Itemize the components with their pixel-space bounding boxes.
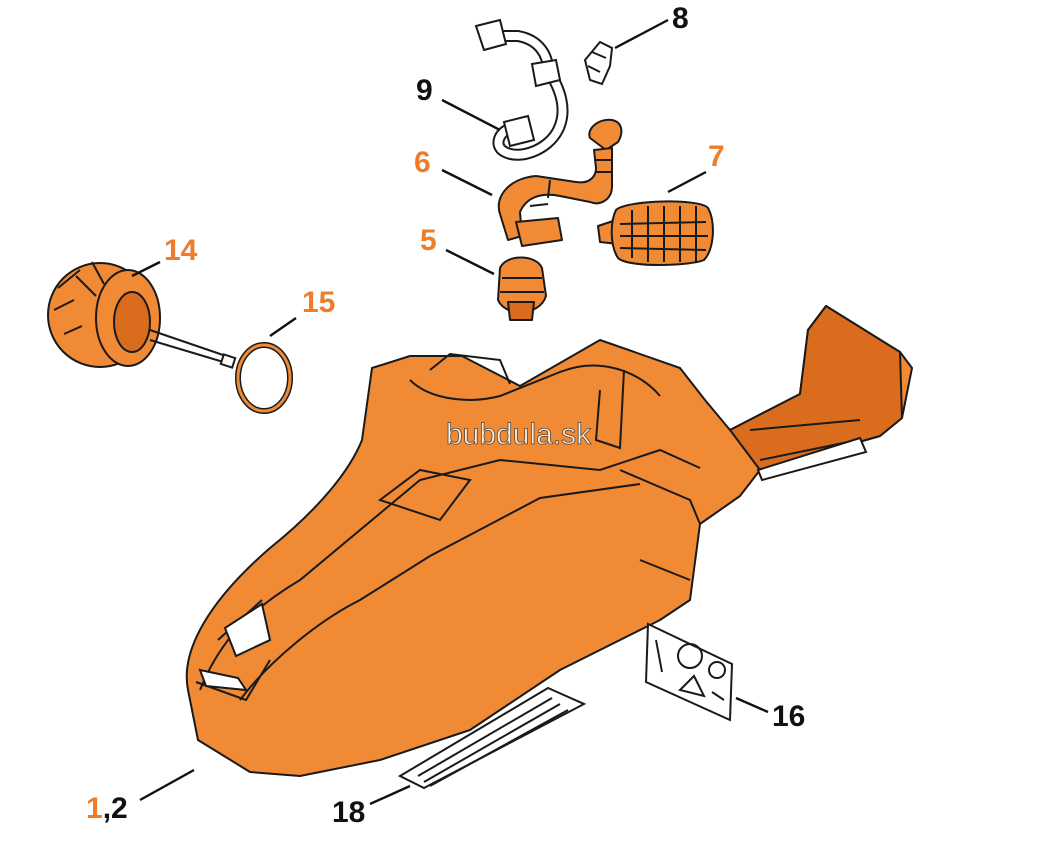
part-14-cap-assembly [47, 261, 237, 369]
part-8-fitting [583, 40, 614, 86]
part-1-2-housing [185, 305, 913, 777]
callout-16: 16 [772, 700, 805, 733]
callout-14: 14 [164, 234, 198, 267]
watermark-text: bubdula.sk [446, 418, 592, 451]
part-6-fuel-hose [497, 118, 623, 247]
part-7-fuel-filter [597, 200, 714, 266]
callout-8: 8 [672, 2, 689, 35]
callout-18: 18 [332, 796, 365, 829]
part-9-hose [474, 18, 569, 161]
callout-9: 9 [416, 74, 433, 107]
leader-lines [131, 18, 769, 806]
part-5-grommet [497, 256, 547, 321]
callout-5: 5 [420, 224, 437, 257]
part-15-o-ring [235, 342, 293, 414]
callout-7: 7 [708, 140, 725, 173]
callout-15: 15 [302, 286, 335, 319]
callout-1: 1 [86, 792, 103, 825]
callout-6: 6 [414, 146, 431, 179]
part-18-plate [397, 686, 587, 790]
callout-1-2: 1,2 [86, 792, 128, 825]
part-16-warning-label [644, 622, 734, 722]
callout-2: ,2 [103, 792, 128, 825]
